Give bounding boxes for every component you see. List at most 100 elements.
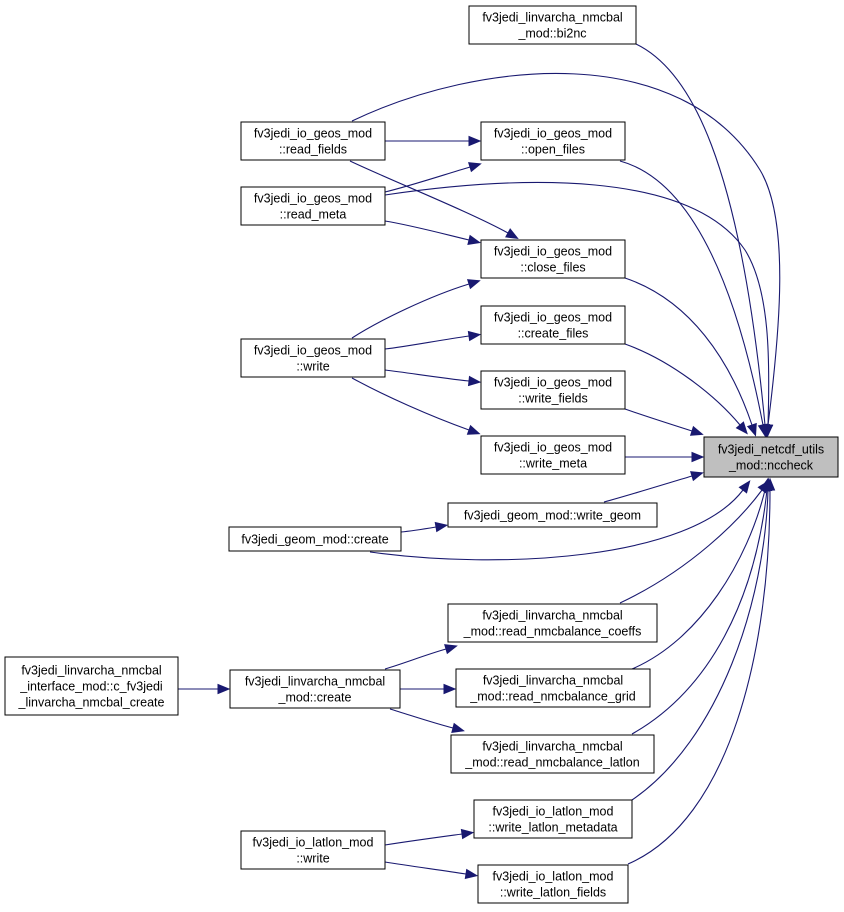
node-nccheck: fv3jedi_netcdf_utils_mod::nccheck — [703, 436, 839, 478]
edge-nmcbal_create-to-read_coeffs — [384, 644, 458, 670]
node-label-line: _mod::create — [278, 691, 352, 705]
node-label-line: fv3jedi_io_geos_mod — [494, 311, 612, 325]
edge-read_meta-to-close_files — [384, 220, 481, 245]
edge-line — [384, 220, 470, 241]
node-label-line: _linvarcha_nmcbal_create — [18, 696, 165, 710]
node-label-line: ::write — [296, 360, 329, 374]
node-label-line: ::read_fields — [279, 143, 347, 157]
node-label-line: ::write_fields — [518, 392, 587, 406]
node-label-line: _interface_mod::c_fv3jedi — [19, 680, 162, 694]
edge-line — [400, 526, 437, 533]
node-label-line: _mod::read_nmcbalance_coeffs — [463, 625, 642, 639]
node-read-coeffs[interactable]: fv3jedi_linvarcha_nmcbal_mod::read_nmcba… — [447, 603, 658, 643]
node-label-line: fv3jedi_io_geos_mod — [254, 127, 372, 141]
node-write-fields[interactable]: fv3jedi_io_geos_mod::write_fields — [480, 370, 626, 410]
edge-latlon_write-to-latlon_metadata — [384, 828, 475, 846]
edge-line — [631, 489, 769, 801]
node-label-line: fv3jedi_io_latlon_mod — [253, 836, 374, 850]
node-box — [703, 436, 839, 478]
node-read-grid[interactable]: fv3jedi_linvarcha_nmcbal_mod::read_nmcba… — [455, 668, 651, 708]
node-box — [480, 435, 626, 475]
node-write-meta[interactable]: fv3jedi_io_geos_mod::write_meta — [480, 435, 626, 475]
edge-arrowhead — [467, 234, 481, 245]
node-label-line: fv3jedi_io_latlon_mod — [493, 870, 614, 884]
node-c-create[interactable]: fv3jedi_linvarcha_nmcbal_interface_mod::… — [4, 656, 179, 716]
node-label-line: ::open_files — [521, 143, 585, 157]
node-label-line: ::write — [296, 852, 329, 866]
edge-line — [635, 43, 766, 426]
node-read-fields[interactable]: fv3jedi_io_geos_mod::read_fields — [240, 121, 386, 161]
node-label-line: _mod::bi2nc — [517, 27, 586, 41]
node-close-files[interactable]: fv3jedi_io_geos_mod::close_files — [480, 239, 626, 279]
node-box — [240, 121, 386, 161]
edge-line — [351, 72, 781, 426]
edge-arrowhead — [468, 135, 482, 147]
edge-line — [624, 277, 753, 426]
edge-line — [384, 181, 770, 426]
edge-geom_create-to-write_geom — [400, 521, 449, 533]
edge-line — [384, 166, 471, 193]
node-label-line: fv3jedi_linvarcha_nmcbal — [245, 675, 385, 689]
edge-read_fields-to-close_files — [349, 160, 519, 239]
edge-nmcbal_create-to-read_grid — [400, 683, 457, 695]
node-box — [468, 5, 637, 45]
node-box — [447, 502, 658, 528]
node-label-line: fv3jedi_linvarcha_nmcbal — [482, 609, 622, 623]
node-label-line: fv3jedi_io_geos_mod — [494, 245, 612, 259]
node-label-line: ::close_files — [520, 261, 585, 275]
node-geos-write[interactable]: fv3jedi_io_geos_mod::write — [240, 338, 386, 378]
edge-line — [351, 377, 470, 431]
node-label-line: fv3jedi_netcdf_utils — [718, 443, 824, 457]
node-label-line: fv3jedi_geom_mod::create — [241, 533, 388, 547]
edge-line — [384, 861, 467, 875]
node-nmcbal-create[interactable]: fv3jedi_linvarcha_nmcbal_mod::create — [229, 669, 401, 709]
node-label-line: ::write_meta — [519, 457, 587, 471]
edge-write_fields-to-nccheck — [624, 408, 704, 436]
edge-arrowhead — [444, 644, 458, 655]
edge-line — [627, 489, 771, 865]
edge-arrowhead — [434, 521, 449, 533]
node-label-line: fv3jedi_linvarcha_nmcbal — [21, 664, 161, 678]
node-box — [455, 668, 651, 708]
edge-read_meta-to-open_files — [384, 162, 482, 193]
edge-arrowhead — [460, 828, 475, 840]
edge-arrowhead — [738, 480, 751, 494]
node-label-line: _mod::read_nmcbalance_grid — [469, 690, 635, 704]
node-box — [480, 370, 626, 410]
node-read-latlon[interactable]: fv3jedi_linvarcha_nmcbal_mod::read_nmcba… — [450, 734, 655, 774]
node-write-geom[interactable]: fv3jedi_geom_mod::write_geom — [447, 502, 658, 528]
edge-line — [384, 648, 447, 670]
node-label-line: ::create_files — [518, 327, 589, 341]
node-latlon-write[interactable]: fv3jedi_io_latlon_mod::write — [240, 830, 386, 870]
node-bi2nc[interactable]: fv3jedi_linvarcha_nmcbal_mod::bi2nc — [468, 5, 637, 45]
node-label-line: fv3jedi_io_geos_mod — [494, 376, 612, 390]
edge-line — [619, 489, 763, 604]
edge-line — [384, 369, 470, 382]
node-label-line: fv3jedi_io_latlon_mod — [493, 805, 614, 819]
node-box — [480, 305, 626, 345]
node-latlon-fields[interactable]: fv3jedi_io_latlon_mod::write_latlon_fiel… — [477, 864, 629, 904]
edge-geos_write-to-close_files — [351, 279, 481, 339]
edge-arrowhead — [466, 279, 481, 290]
node-geom-create[interactable]: fv3jedi_geom_mod::create — [228, 526, 402, 552]
node-box — [480, 121, 626, 161]
edge-arrowhead — [466, 424, 481, 435]
edge-geom_create-to-nccheck — [369, 480, 751, 561]
node-read-meta[interactable]: fv3jedi_io_geos_mod::read_meta — [240, 186, 386, 226]
edge-latlon_write-to-latlon_fields — [384, 861, 479, 880]
edge-line — [624, 408, 693, 432]
edge-line — [349, 160, 509, 234]
node-create-files[interactable]: fv3jedi_io_geos_mod::create_files — [480, 305, 626, 345]
edge-line — [384, 833, 463, 846]
edge-open_files-to-nccheck — [619, 160, 769, 438]
node-open-files[interactable]: fv3jedi_io_geos_mod::open_files — [480, 121, 626, 161]
node-box — [240, 830, 386, 870]
node-box — [4, 656, 179, 716]
node-box — [240, 338, 386, 378]
node-box — [447, 603, 658, 643]
edge-line — [369, 489, 744, 561]
nodes-layer: fv3jedi_netcdf_utils_mod::nccheckfv3jedi… — [4, 5, 839, 904]
node-latlon-metadata[interactable]: fv3jedi_io_latlon_mod::write_latlon_meta… — [473, 799, 633, 839]
edge-arrowhead — [691, 451, 705, 463]
